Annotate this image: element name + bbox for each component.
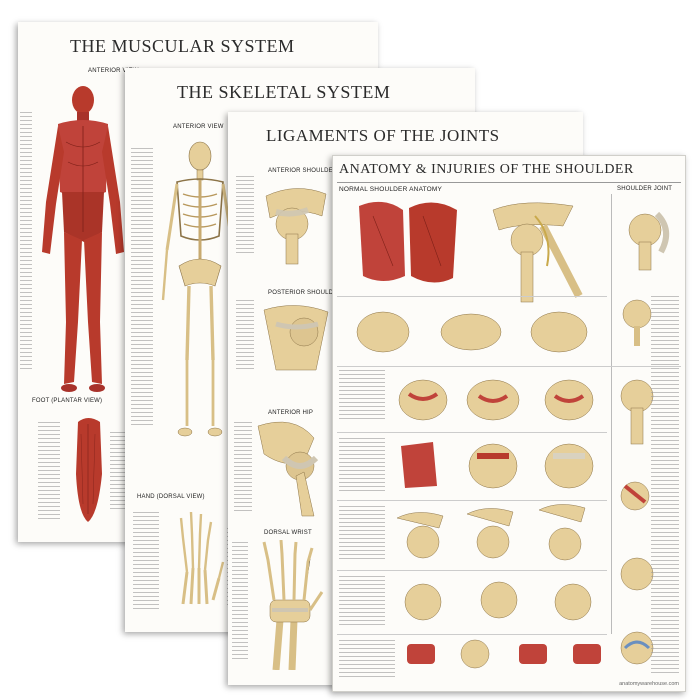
poster-shoulder-anatomy-injuries: ANATOMY & INJURIES OF THE SHOULDER NORMA… bbox=[332, 155, 686, 692]
label-column bbox=[236, 176, 254, 256]
row-divider bbox=[337, 500, 607, 501]
text-block bbox=[339, 640, 395, 680]
dorsal-wrist-illustration bbox=[262, 540, 324, 670]
impingement-illustration bbox=[398, 379, 594, 421]
label-column bbox=[232, 542, 248, 662]
poster-title: THE SKELETAL SYSTEM bbox=[177, 82, 391, 102]
right-column-illustrations bbox=[620, 299, 654, 665]
shoulder-joint-illustration bbox=[628, 211, 670, 271]
shoulder-muscles-illustration bbox=[359, 201, 457, 283]
labrum-lesions-illustration bbox=[407, 639, 601, 669]
row-divider bbox=[337, 366, 681, 367]
poster-title: ANATOMY & INJURIES OF THE SHOULDER bbox=[339, 162, 634, 177]
muscle-figure-illustration bbox=[42, 86, 124, 392]
text-block bbox=[339, 370, 385, 420]
text-block bbox=[339, 506, 385, 562]
anterior-shoulder-illustration bbox=[265, 188, 327, 265]
text-block bbox=[339, 438, 385, 494]
dislocation-illustration bbox=[404, 581, 592, 621]
label-column bbox=[38, 422, 60, 522]
section-label: SHOULDER JOINT bbox=[617, 186, 673, 192]
section-label: ANTERIOR HIP bbox=[268, 410, 314, 416]
footer-url: anatomywarehouse.com bbox=[619, 681, 679, 687]
rotator-cuff-illustration bbox=[401, 442, 594, 489]
views-row-illustration bbox=[356, 311, 588, 353]
section-label: ANTERIOR VIEW bbox=[173, 124, 224, 130]
label-column bbox=[131, 148, 153, 428]
label-column bbox=[236, 300, 254, 370]
row-divider bbox=[337, 634, 607, 635]
text-block bbox=[339, 576, 385, 626]
section-label: HAND (DORSAL VIEW) bbox=[137, 494, 205, 500]
poster-title: LIGAMENTS OF THE JOINTS bbox=[266, 126, 500, 145]
shoulder-bones-illustration bbox=[492, 202, 583, 303]
text-block bbox=[651, 296, 679, 676]
section-label: DORSAL WRIST bbox=[264, 530, 312, 536]
section-label: FOOT (PLANTAR VIEW) bbox=[32, 398, 103, 404]
row-divider bbox=[337, 570, 607, 571]
label-column bbox=[234, 422, 252, 512]
section-label: ANTERIOR VIEW bbox=[88, 68, 139, 74]
label-column bbox=[133, 512, 159, 612]
row-divider bbox=[337, 296, 607, 297]
section-label: ANTERIOR SHOULDER bbox=[268, 168, 338, 174]
section-label: POSTERIOR SHOULDER bbox=[268, 290, 342, 296]
label-column bbox=[20, 112, 32, 372]
anterior-hip-illustration bbox=[257, 421, 319, 517]
hand-bones-illustration bbox=[179, 511, 225, 605]
row-divider bbox=[337, 432, 607, 433]
section-label: NORMAL SHOULDER ANATOMY bbox=[339, 186, 443, 193]
column-divider bbox=[611, 194, 612, 634]
poster-title: THE MUSCULAR SYSTEM bbox=[70, 36, 295, 56]
posterior-shoulder-illustration bbox=[263, 305, 329, 371]
skeleton-illustration bbox=[161, 141, 239, 437]
ac-separation-illustration bbox=[396, 504, 586, 561]
title-divider bbox=[337, 182, 681, 183]
foot-muscles-illustration bbox=[76, 418, 102, 522]
